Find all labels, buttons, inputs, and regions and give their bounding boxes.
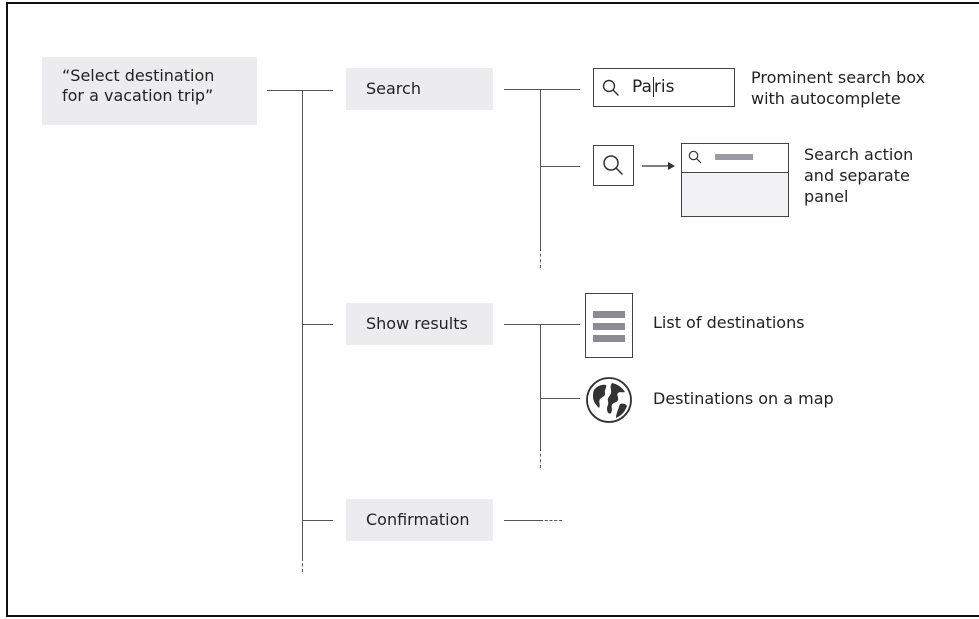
main-trunk-continuation: [302, 558, 303, 572]
typed-after-caret: ris: [652, 77, 675, 97]
search-panel-illustration: [681, 143, 789, 217]
search-box-label-line2: with autocomplete: [751, 89, 901, 108]
arrow-right-icon: [642, 162, 675, 170]
search-panel-label-line1: Search action: [804, 145, 914, 164]
goal-text-line2: for a vacation trip”: [62, 86, 214, 105]
search-connector: [504, 89, 580, 90]
confirmation-continuation: [540, 520, 562, 521]
confirm-branch-connector: [302, 520, 333, 521]
list-label: List of destinations: [653, 313, 805, 332]
results-subtrunk: [540, 324, 541, 448]
placeholder-bar: [715, 154, 753, 160]
diagram-frame: “Select destination for a vacation trip”…: [6, 2, 979, 617]
search-subtrunk-continuation: [540, 248, 541, 268]
globe-icon: [586, 377, 632, 423]
magnifier-icon: [602, 79, 619, 96]
search-action-illustration: [593, 145, 634, 186]
goal-box: “Select destination for a vacation trip”: [42, 57, 257, 125]
list-icon-row: [593, 335, 625, 342]
step-confirmation: Confirmation: [346, 499, 493, 541]
confirmation-connector: [504, 520, 540, 521]
search-panel-label-line3: panel: [804, 187, 849, 206]
goal-text-line1: “Select destination: [62, 66, 215, 85]
search-panel-label: Search action and separate panel: [804, 144, 913, 207]
results-option2-connector: [540, 398, 580, 399]
typed-before-caret: Pa: [632, 77, 652, 97]
list-icon-row: [593, 323, 625, 330]
list-icon-row: [593, 311, 625, 318]
results-branch-connector: [302, 324, 333, 325]
results-subtrunk-continuation: [540, 448, 541, 468]
search-box-label: Prominent search box with autocomplete: [751, 67, 925, 109]
step-show-results: Show results: [346, 303, 493, 345]
search-subtrunk: [540, 89, 541, 248]
search-box-label-line1: Prominent search box: [751, 68, 926, 87]
panel-search-bar: [682, 144, 788, 173]
magnifier-icon: [688, 150, 702, 164]
goal-connector: [267, 90, 333, 91]
search-option2-connector: [540, 166, 580, 167]
results-connector: [504, 324, 580, 325]
map-label: Destinations on a map: [653, 389, 834, 408]
magnifier-icon: [603, 155, 624, 176]
search-panel-label-line2: and separate: [804, 166, 910, 185]
list-icon: [585, 293, 633, 358]
step-search: Search: [346, 68, 493, 110]
